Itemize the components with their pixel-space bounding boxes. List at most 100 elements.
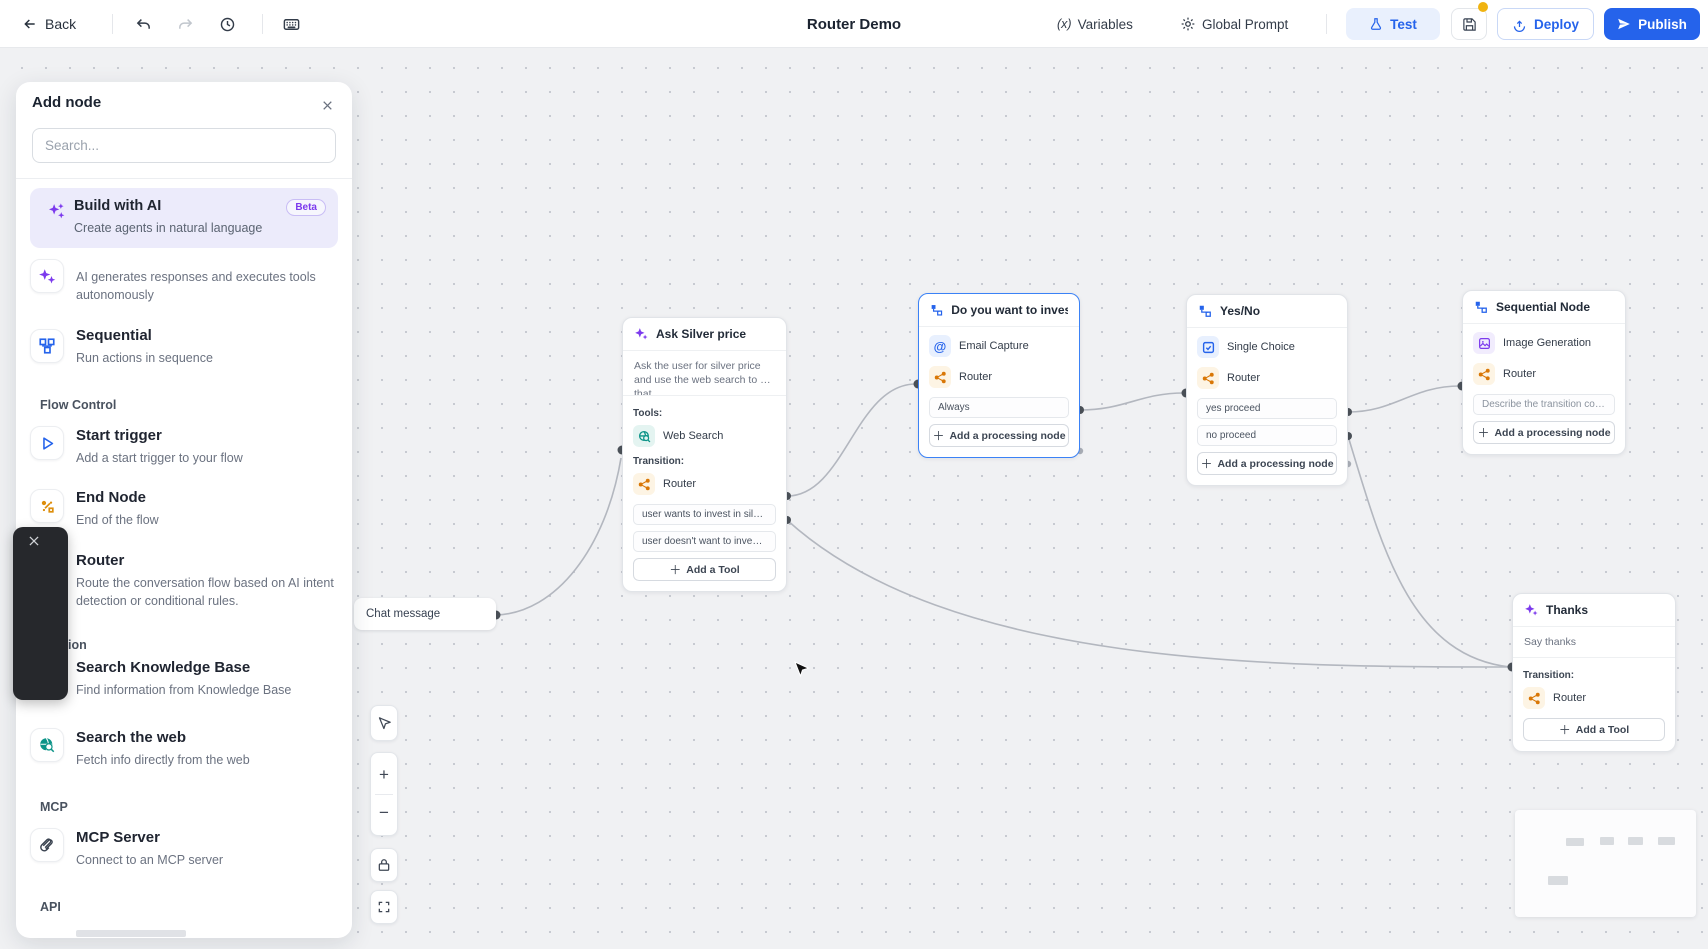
edge-ask-to-thanks: [786, 519, 1511, 668]
cursor-icon: [378, 716, 391, 729]
at-sign-icon: @: [929, 335, 951, 357]
redo-icon: [178, 18, 192, 29]
flowchart-icon: [1199, 305, 1211, 317]
edge-yesno-to-sequential: [1347, 385, 1461, 413]
node-title: Thanks: [1546, 603, 1589, 617]
mcp-icon: [30, 828, 64, 862]
add-tool-button[interactable]: ＋ Add a Tool: [633, 558, 776, 582]
publish-button[interactable]: Publish: [1604, 8, 1700, 40]
router-chip[interactable]: Router: [633, 473, 776, 496]
cloud-upload-icon: [1513, 19, 1526, 32]
fit-view-button[interactable]: [370, 890, 398, 924]
zoom-out-button[interactable]: −: [379, 802, 389, 822]
undo-icon: [136, 18, 150, 29]
router-icon: [1197, 367, 1219, 389]
condition-row[interactable]: user wants to invest in silver: [633, 504, 776, 526]
keyboard-shortcuts-button[interactable]: [276, 9, 306, 39]
node-ask-silver-price[interactable]: Ask Silver price Ask the user for silver…: [622, 317, 787, 593]
close-icon: [322, 100, 332, 110]
dismissed-tooltip[interactable]: [13, 527, 68, 700]
email-capture-chip[interactable]: @ Email Capture: [929, 335, 1069, 357]
sparkles-icon: [635, 328, 648, 340]
router-chip[interactable]: Router: [1523, 687, 1665, 710]
router-icon: [1523, 687, 1545, 710]
add-processing-node-button[interactable]: ＋ Add a processing node: [1473, 421, 1615, 444]
sparkles-icon: [47, 201, 66, 220]
node-chat-message[interactable]: Chat message: [354, 598, 496, 630]
back-button[interactable]: Back: [22, 0, 76, 48]
expand-icon: [378, 901, 390, 913]
undo-button[interactable]: [128, 9, 158, 39]
play-icon: [30, 426, 64, 460]
node-description: Ask the user for silver price and use th…: [623, 351, 786, 397]
add-processing-node-button[interactable]: ＋ Add a processing node: [1197, 452, 1337, 475]
variables-icon: (x): [1057, 17, 1072, 31]
build-with-ai-description: Create agents in natural language: [74, 221, 263, 235]
keyboard-icon: [283, 18, 299, 30]
build-with-ai-card[interactable]: Build with AI Beta Create agents in natu…: [30, 188, 338, 248]
send-icon: [1618, 18, 1630, 30]
ai-agent-icon: [30, 259, 64, 293]
zoom-in-button[interactable]: +: [379, 765, 389, 785]
router-chip[interactable]: Router: [1473, 363, 1615, 385]
clipped-list-item: [76, 930, 186, 937]
condition-row[interactable]: yes proceed: [1197, 398, 1337, 419]
sparkles-icon: [1525, 604, 1538, 616]
tool-web-search[interactable]: Web Search: [633, 425, 776, 448]
build-with-ai-title: Build with AI: [74, 198, 162, 214]
section-api: API: [40, 900, 61, 914]
node-title: Ask Silver price: [656, 327, 747, 341]
top-bar: Back Router Demo (x) Variables Global Pr…: [0, 0, 1708, 48]
web-search-icon: [633, 425, 655, 448]
router-icon: [1473, 363, 1495, 385]
transition-label: Transition:: [1523, 670, 1575, 682]
image-icon: [1473, 332, 1495, 354]
node-title: Yes/No: [1220, 304, 1261, 318]
redo-button[interactable]: [170, 9, 200, 39]
global-prompt-button[interactable]: Global Prompt: [1180, 16, 1288, 32]
unsaved-changes-dot: [1478, 2, 1488, 12]
transition-label: Transition:: [633, 456, 685, 468]
image-generation-chip[interactable]: Image Generation: [1473, 332, 1615, 354]
deploy-button[interactable]: Deploy: [1497, 8, 1594, 40]
router-chip[interactable]: Router: [929, 366, 1069, 388]
web-search-icon: [30, 728, 64, 762]
node-yes-no[interactable]: Yes/No Single Choice Router yes proceed …: [1186, 294, 1348, 486]
lock-canvas-button[interactable]: [370, 848, 398, 882]
node-description: Say thanks: [1513, 627, 1675, 659]
node-search-input[interactable]: [32, 128, 336, 163]
variables-button[interactable]: (x) Variables: [1057, 16, 1133, 32]
node-title: Sequential Node: [1496, 300, 1591, 314]
router-icon: [633, 473, 655, 496]
save-button[interactable]: [1451, 8, 1487, 40]
panel-title: Add node: [32, 94, 102, 111]
select-tool-button[interactable]: [370, 705, 398, 741]
edge-yesno-to-thanks: [1347, 435, 1511, 668]
end-node-icon: [30, 489, 64, 523]
zoom-controls[interactable]: + −: [370, 752, 398, 836]
node-do-you-want-to-invest[interactable]: Do you want to invest @ Email Capture Ro…: [918, 293, 1080, 458]
condition-row[interactable]: no proceed: [1197, 425, 1337, 446]
back-arrow-icon: [24, 19, 35, 29]
flowchart-icon: [1475, 301, 1487, 313]
node-sequential[interactable]: Sequential Node Image Generation Router …: [1462, 290, 1626, 455]
close-icon[interactable]: [27, 534, 41, 548]
edge-invest-to-yesno: [1079, 392, 1185, 411]
edge-chat-to-ask: [495, 457, 622, 616]
router-chip[interactable]: Router: [1197, 367, 1337, 389]
minimap[interactable]: [1515, 810, 1696, 917]
node-thanks[interactable]: Thanks Say thanks Transition: Router ＋ A…: [1512, 593, 1676, 753]
history-button[interactable]: [212, 9, 242, 39]
condition-row[interactable]: Always: [929, 397, 1069, 418]
add-tool-button[interactable]: ＋ Add a Tool: [1523, 718, 1665, 742]
test-button[interactable]: Test: [1346, 8, 1440, 40]
router-icon: [929, 366, 951, 388]
single-choice-chip[interactable]: Single Choice: [1197, 336, 1337, 358]
node-chat-label: Chat message: [366, 608, 441, 620]
condition-row[interactable]: user doesn't want to invest in sil...: [633, 531, 776, 553]
condition-placeholder-row[interactable]: Describe the transition condition: [1473, 394, 1615, 415]
add-processing-node-button[interactable]: ＋ Add a processing node: [929, 424, 1069, 447]
close-panel-button[interactable]: [314, 92, 340, 118]
flowchart-icon: [931, 305, 943, 316]
lock-icon: [378, 859, 390, 871]
